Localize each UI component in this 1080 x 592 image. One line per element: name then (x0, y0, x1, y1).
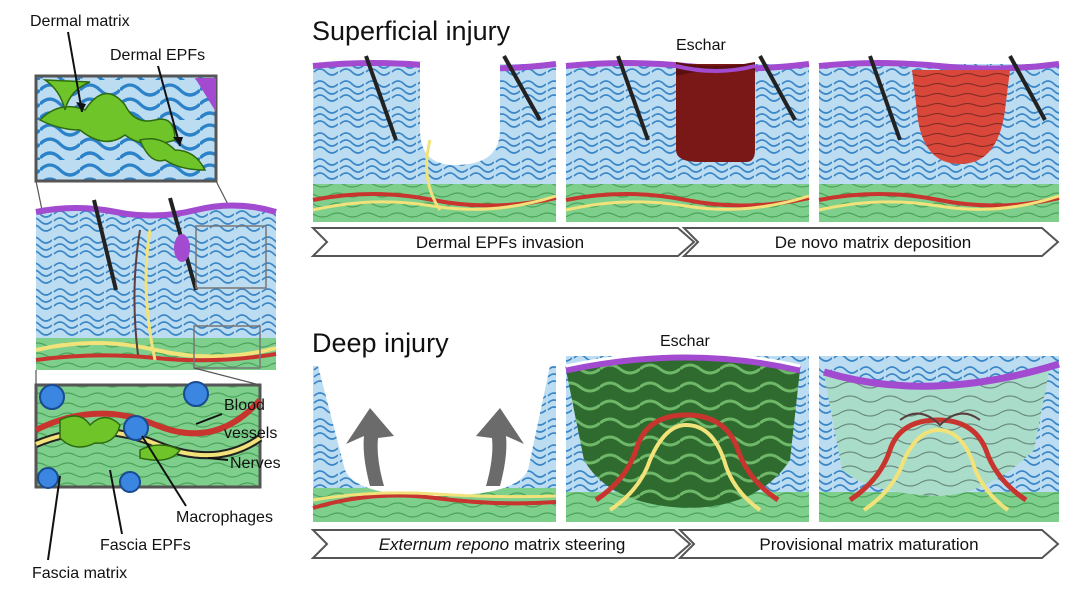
deep-eschar-label: Eschar (660, 333, 710, 350)
deep-injury-title: Deep injury (312, 328, 449, 358)
dermal-epfs-pointer (157, 65, 181, 147)
macrophage-cell (39, 384, 65, 410)
blood-vessels-label-line1: Blood (224, 397, 265, 414)
de-novo-matrix (912, 70, 1010, 164)
externum-repono-matrix-steering-label: Externum repono matrix steering (379, 535, 626, 554)
externum-repono-italic: Externum repono (379, 535, 509, 554)
steering-arrow-right (476, 408, 524, 486)
steering-arrow-left (346, 408, 394, 486)
dermal-epf-cell (38, 93, 176, 145)
nerves-label: Nerves (230, 455, 281, 472)
dermal-epfs-label: Dermal EPFs (110, 47, 205, 64)
macrophage-cell (183, 381, 209, 407)
fascia-matrix-label: Fascia matrix (32, 565, 127, 582)
blood-vessels-label-line2: vessels (224, 425, 277, 442)
deep-panel-3 (819, 356, 1061, 522)
macrophage-cell (123, 415, 149, 441)
dermal-matrix-label: Dermal matrix (30, 13, 130, 30)
fascia-epfs-label: Fascia EPFs (100, 537, 191, 554)
de-novo-matrix-deposition-label: De novo matrix deposition (775, 233, 972, 252)
superficial-panel-1 (312, 55, 557, 222)
superficial-panel-2 (565, 55, 810, 222)
superficial-panel-3 (818, 55, 1060, 222)
provisional-matrix-maturation-label: Provisional matrix maturation (759, 535, 978, 554)
superficial-eschar-label: Eschar (676, 37, 726, 54)
superficial-injury-title: Superficial injury (312, 16, 511, 46)
dermis-zoom-inset (34, 74, 218, 183)
fascia-epf-cell (59, 415, 121, 448)
deep-panel-2 (565, 351, 809, 522)
skin-cross-section (35, 197, 277, 370)
matrix-steering-text: matrix steering (509, 535, 625, 554)
deep-panel-1 (312, 366, 557, 522)
macrophage-cell (119, 471, 141, 493)
superficial-stage-2-arrow: De novo matrix deposition (681, 227, 1060, 257)
superficial-stage-1-arrow: Dermal EPFs invasion (310, 227, 696, 257)
dermal-matrix-pointer (67, 31, 83, 113)
deep-stage-1-arrow: Externum repono matrix steering (310, 529, 692, 559)
superficial-eschar-plug (676, 64, 755, 162)
dermal-epfs-invasion-label: Dermal EPFs invasion (416, 233, 584, 252)
deep-stage-2-arrow: Provisional matrix maturation (677, 529, 1060, 559)
dermal-epf-cell (138, 138, 207, 171)
macrophage-cell (37, 467, 59, 489)
macrophages-label: Macrophages (176, 509, 273, 526)
fascia-zoom-inset (34, 381, 263, 493)
